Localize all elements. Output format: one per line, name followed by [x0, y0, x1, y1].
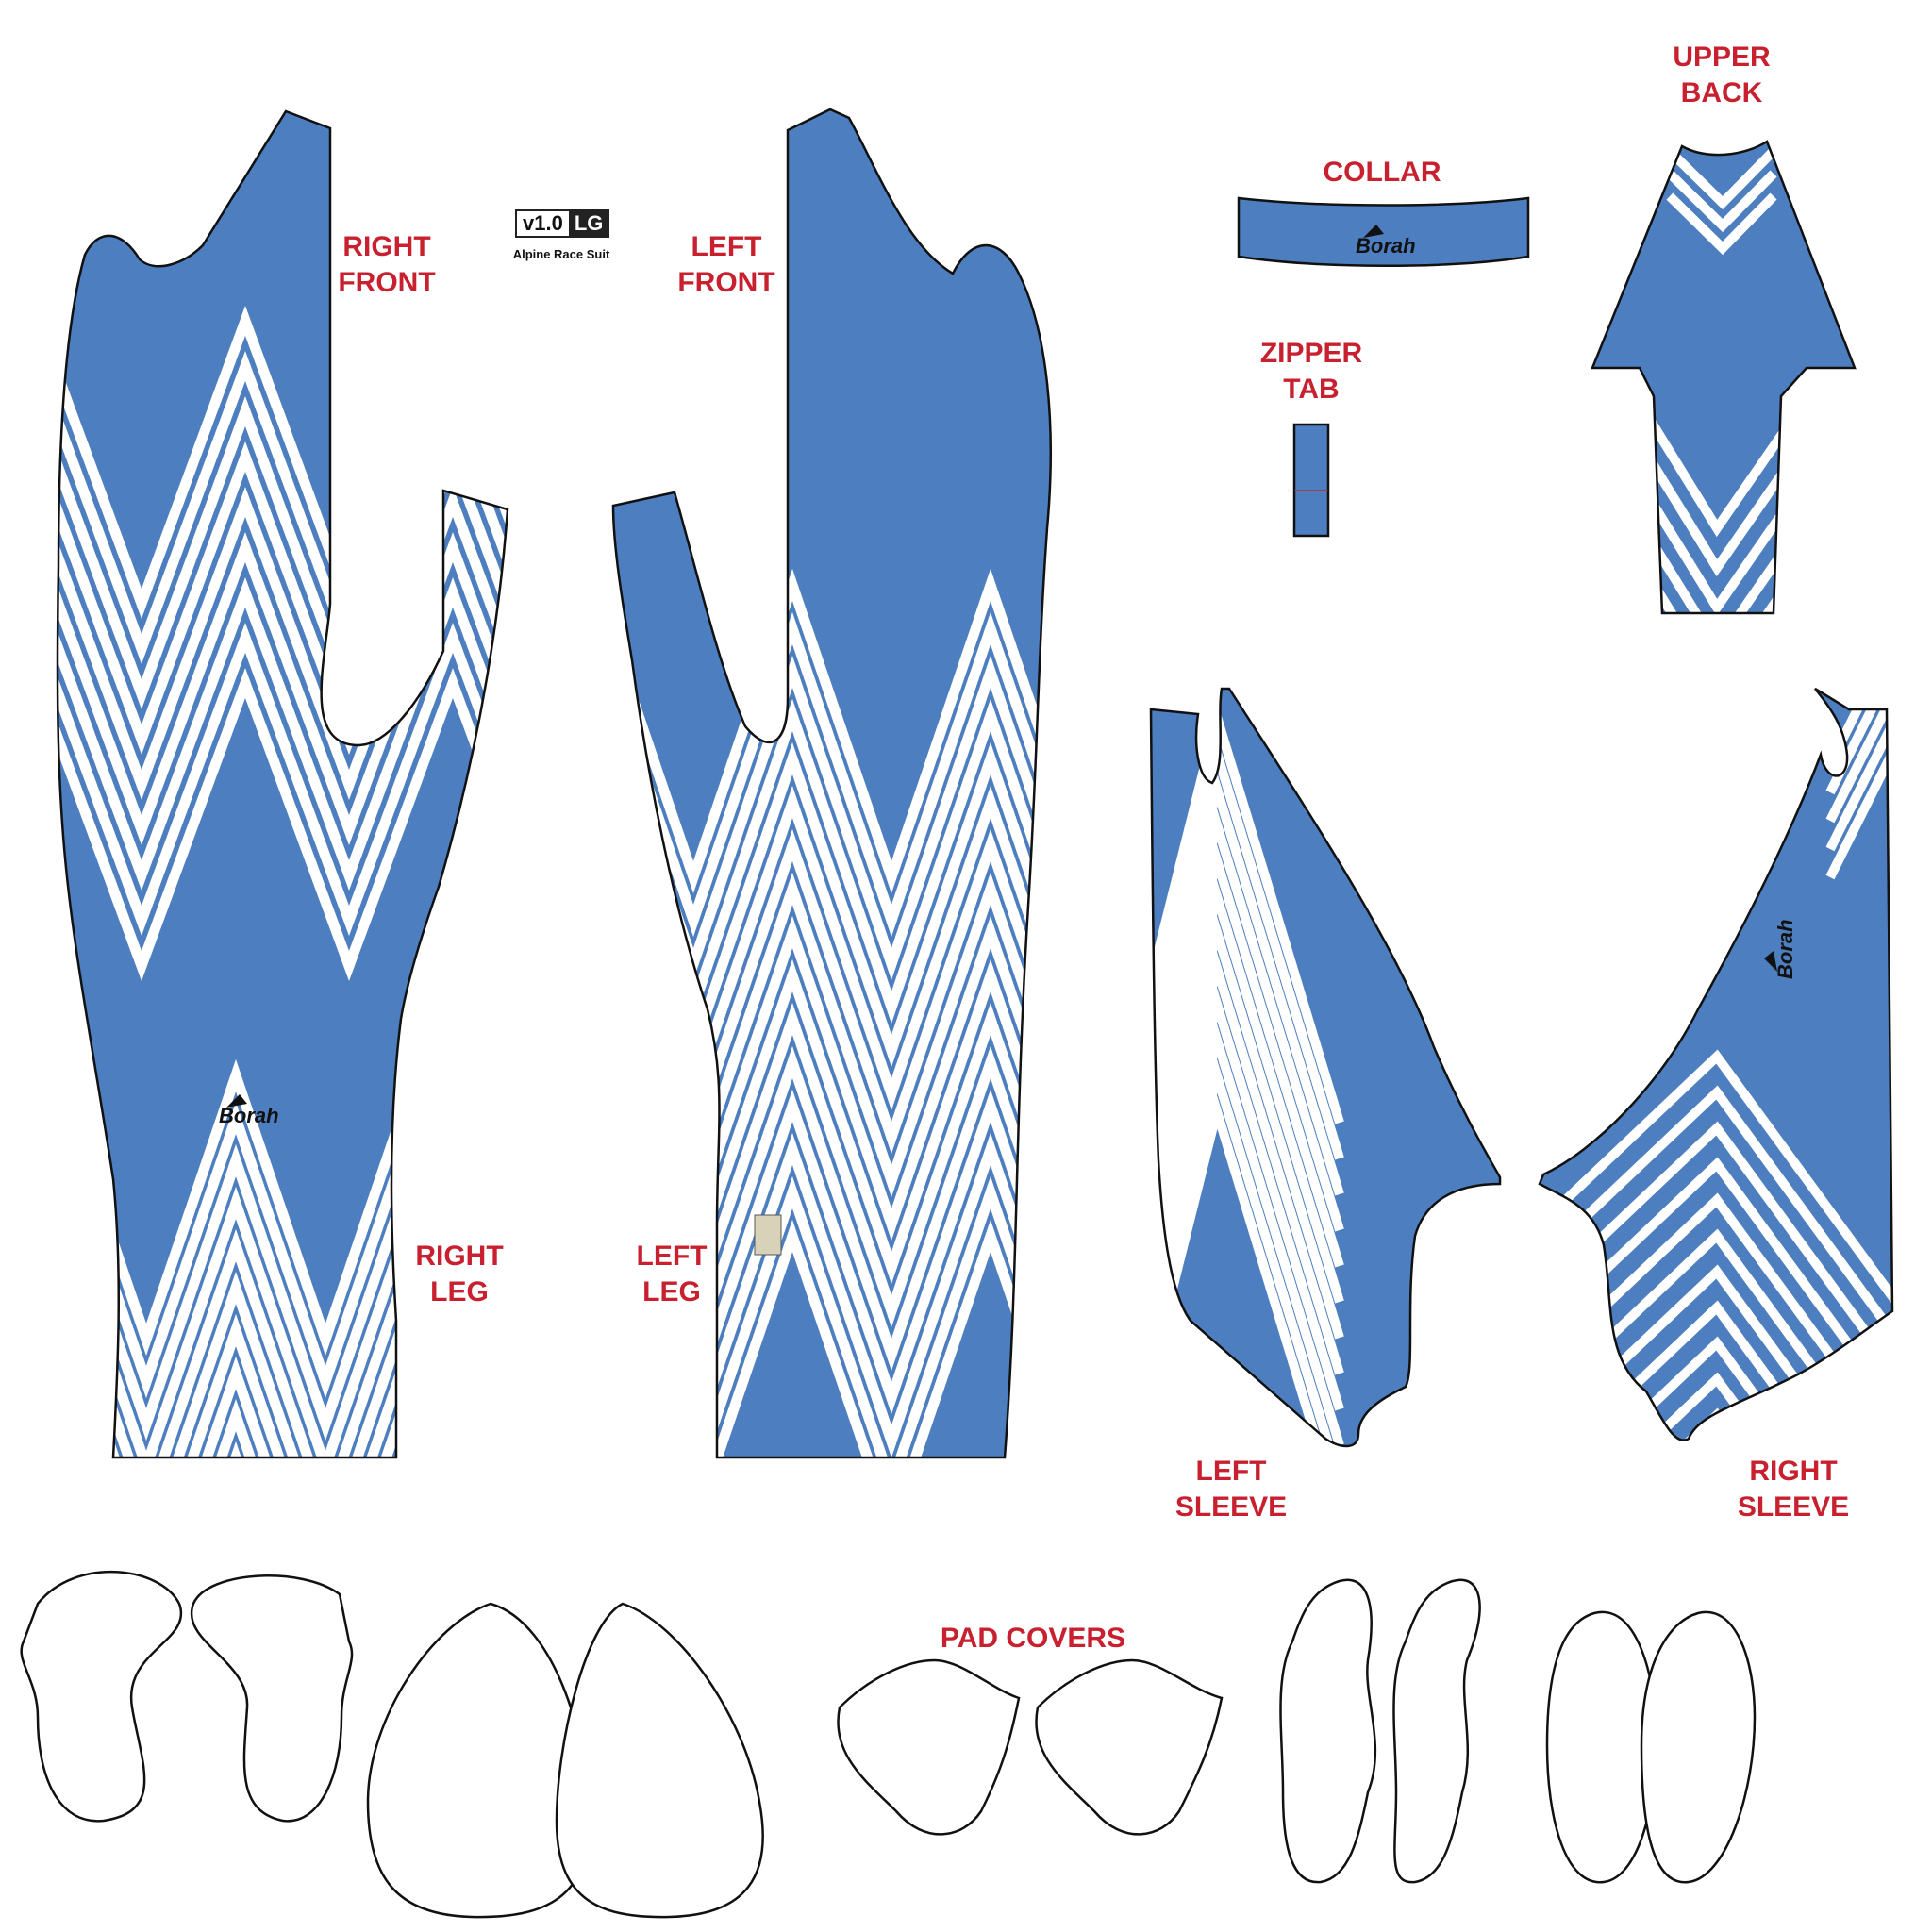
pad-cover-10	[1640, 1610, 1757, 1884]
right-sleeve-panel: Borah	[1538, 687, 1894, 1441]
collar-panel: Borah	[1237, 196, 1530, 267]
borah-logo-text: Borah	[219, 1104, 279, 1127]
pad-cover-9	[1545, 1610, 1657, 1884]
pad-cover-6	[1035, 1658, 1224, 1836]
borah-logo: Borah	[1764, 919, 1797, 979]
label-collar: COLLAR	[1323, 157, 1441, 188]
pad-cover-2	[190, 1574, 354, 1823]
version-number: v1.0	[517, 211, 569, 236]
label-right-front: RIGHT FRONT	[338, 231, 436, 298]
borah-logo: Borah	[219, 1094, 279, 1127]
pad-cover-5	[837, 1658, 1021, 1836]
product-name: Alpine Race Suit	[512, 247, 610, 261]
label-left-leg: LEFT LEG	[636, 1241, 708, 1307]
upper-back-panel	[1591, 140, 1857, 615]
size-code: LG	[568, 211, 609, 236]
label-zipper-tab: ZIPPER TAB	[1259, 338, 1363, 405]
pad-cover-4	[555, 1602, 764, 1919]
label-pad-covers: PAD COVERS	[940, 1623, 1126, 1654]
label-right-leg: RIGHT LEG	[415, 1241, 504, 1307]
zipper-tab-panel	[1292, 423, 1330, 538]
version-size-badge: v1.0 LG	[515, 209, 609, 238]
right-front-leg-panel: Borah	[56, 109, 509, 1459]
pad-cover-8	[1392, 1578, 1481, 1884]
label-right-sleeve: RIGHT SLEEVE	[1737, 1456, 1850, 1523]
label-left-front: LEFT FRONT	[677, 231, 775, 298]
pad-cover-3	[366, 1602, 591, 1919]
label-left-sleeve: LEFT SLEEVE	[1174, 1456, 1288, 1523]
borah-logo-text: Borah	[1774, 919, 1797, 979]
left-front-leg-panel	[611, 108, 1052, 1459]
pad-cover-1	[20, 1570, 183, 1823]
borah-logo: Borah	[1356, 225, 1416, 258]
left-sleeve-panel	[1149, 687, 1502, 1448]
certification-sticker	[754, 1214, 782, 1256]
borah-logo-text: Borah	[1356, 234, 1416, 258]
pad-cover-outlines	[20, 1570, 1757, 1919]
label-upper-back: UPPER BACK	[1673, 42, 1771, 108]
pad-cover-7	[1279, 1578, 1377, 1884]
